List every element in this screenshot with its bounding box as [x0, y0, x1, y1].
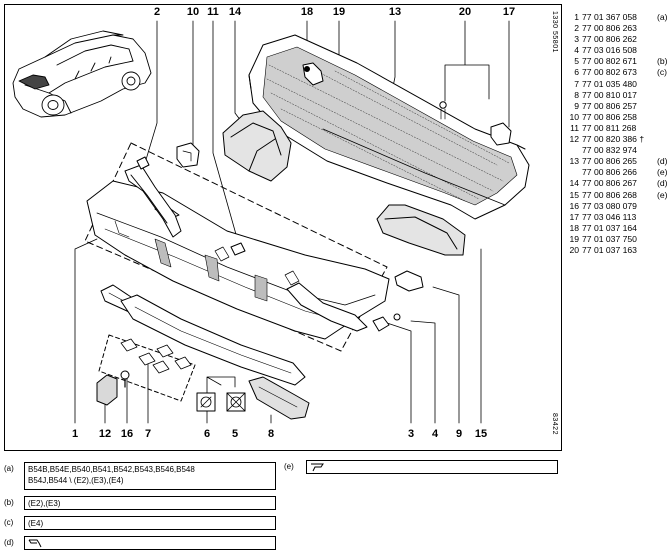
cowl-grille-panel	[248, 34, 530, 220]
callout-16: 16	[120, 428, 134, 440]
note-e-box	[306, 460, 558, 474]
callout-17: 17	[502, 6, 516, 18]
callout-12: 12	[98, 428, 112, 440]
part-row: 77 00 832 974	[582, 145, 637, 156]
lhd-steering-icon	[28, 539, 42, 548]
note-c-line1: (E4)	[28, 519, 44, 528]
grille-upper-strip	[124, 164, 182, 238]
bumper-lower-moulding	[120, 294, 306, 386]
callout-3: 3	[407, 428, 415, 440]
part-row: 77 00 806 266(e)	[582, 167, 668, 178]
callout-14: 14	[228, 6, 242, 18]
exploded-diagram-frame: 2 10 11 14 18 19 13 20 17 1 12 16 7 6 5 …	[4, 4, 562, 451]
note-d-key: (d)	[4, 538, 14, 547]
grille-side-trim	[286, 282, 368, 332]
vehicle-thumbnail	[12, 30, 152, 118]
fog-lamp-trim	[248, 376, 310, 420]
callout-15: 15	[474, 428, 488, 440]
callout-4: 4	[431, 428, 439, 440]
crossed-badge-icon	[226, 392, 246, 412]
leader-lines	[74, 20, 510, 424]
callout-1: 1	[71, 428, 79, 440]
note-c-key: (c)	[4, 518, 14, 527]
cover-cap	[96, 374, 118, 406]
callout-19: 19	[332, 6, 346, 18]
callout-13: 13	[388, 6, 402, 18]
note-d-box	[24, 536, 276, 550]
callout-7: 7	[144, 428, 152, 440]
illustration-number: 83422	[551, 413, 558, 435]
note-b-box: (E2),(E3)	[24, 496, 276, 510]
callout-2: 2	[153, 6, 161, 18]
note-c-box: (E4)	[24, 516, 276, 530]
note-a-box: B54B,B54E,B540,B541,B542,B543,B546,B548 …	[24, 462, 276, 490]
retaining-clips	[120, 338, 192, 374]
clip-dashed-box	[98, 334, 196, 402]
callout-10: 10	[186, 6, 200, 18]
note-a-key: (a)	[4, 464, 14, 473]
note-e-key: (e)	[284, 462, 294, 471]
note-b-key: (b)	[4, 498, 14, 507]
callout-9: 9	[455, 428, 463, 440]
approval-badge-icon	[196, 392, 216, 412]
rhd-steering-icon	[311, 463, 324, 472]
bracket-clips	[136, 62, 512, 332]
callout-20: 20	[458, 6, 472, 18]
diagram-reference-code: 1330 55801	[551, 11, 558, 53]
note-a-line1: B54B,B54E,B540,B541,B542,B543,B546,B548	[28, 465, 195, 474]
callout-18: 18	[300, 6, 314, 18]
exploded-diagram	[12, 20, 530, 424]
fixing-screw	[120, 370, 130, 388]
callout-6: 6	[203, 428, 211, 440]
right-cowl-side-panel	[376, 204, 466, 256]
left-cowl-side-panel	[222, 110, 292, 182]
callout-5: 5	[231, 428, 239, 440]
callout-8: 8	[267, 428, 275, 440]
note-a-line2: B54J,B544 \ (E2),(E3),(E4)	[28, 476, 124, 485]
callout-11: 11	[207, 6, 219, 18]
note-b-line1: (E2),(E3)	[28, 499, 61, 508]
